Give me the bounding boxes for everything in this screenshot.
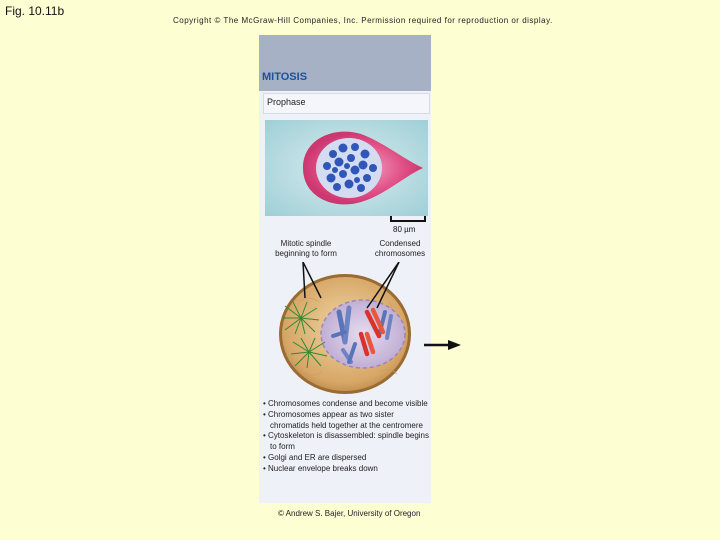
next-stage-arrow — [424, 340, 461, 350]
phase-label: Prophase — [267, 97, 306, 107]
chromosomes-callout-line-2: chromosomes — [374, 249, 426, 258]
prophase-micrograph — [265, 120, 428, 216]
chromosome-leader-2 — [376, 262, 400, 309]
figure-label: Fig. 10.11b — [5, 4, 65, 18]
chromosomes-callout-line-1: Condensed — [379, 239, 421, 248]
image-credit: © Andrew S. Bajer, University of Oregon — [278, 509, 421, 518]
panel-title: MITOSIS — [262, 71, 308, 83]
list-item: Nuclear envelope breaks down — [263, 464, 431, 475]
callout-leader-lines — [302, 262, 400, 309]
list-item: Golgi and ER are dispersed — [263, 453, 431, 464]
prophase-events-list: Chromosomes condense and become visible … — [263, 399, 431, 475]
list-item: Chromosomes condense and become visible — [263, 399, 431, 410]
list-item: Chromosomes appear as two sister chromat… — [263, 410, 431, 432]
spindle-callout-line-1: Mitotic spindle — [280, 239, 332, 248]
condensed-chromosomes-blue — [331, 305, 393, 364]
spindle-leader-1 — [302, 262, 322, 299]
spindle-aster-left — [283, 301, 320, 335]
phase-label-box — [263, 93, 430, 114]
spindle-aster-right — [290, 337, 328, 369]
prophase-cell-illustration — [279, 262, 411, 394]
copyright-notice: Copyright © The McGraw-Hill Companies, I… — [173, 16, 553, 25]
micrograph-chromosomes — [323, 143, 377, 192]
scale-bar — [390, 216, 426, 222]
scale-label: 80 µm — [393, 225, 416, 234]
chromosome-leader-1 — [366, 262, 400, 309]
spindle-callout-label: Mitotic spindle beginning to form — [262, 239, 350, 259]
spindle-leader-2 — [302, 262, 306, 299]
chromosomes-callout-label: Condensed chromosomes — [364, 239, 436, 259]
spindle-callout-line-2: beginning to form — [275, 249, 337, 258]
condensed-chromosomes-red — [358, 307, 386, 357]
list-item: Cytoskeleton is disassembled: spindle be… — [263, 431, 431, 453]
panel-header — [259, 35, 431, 91]
